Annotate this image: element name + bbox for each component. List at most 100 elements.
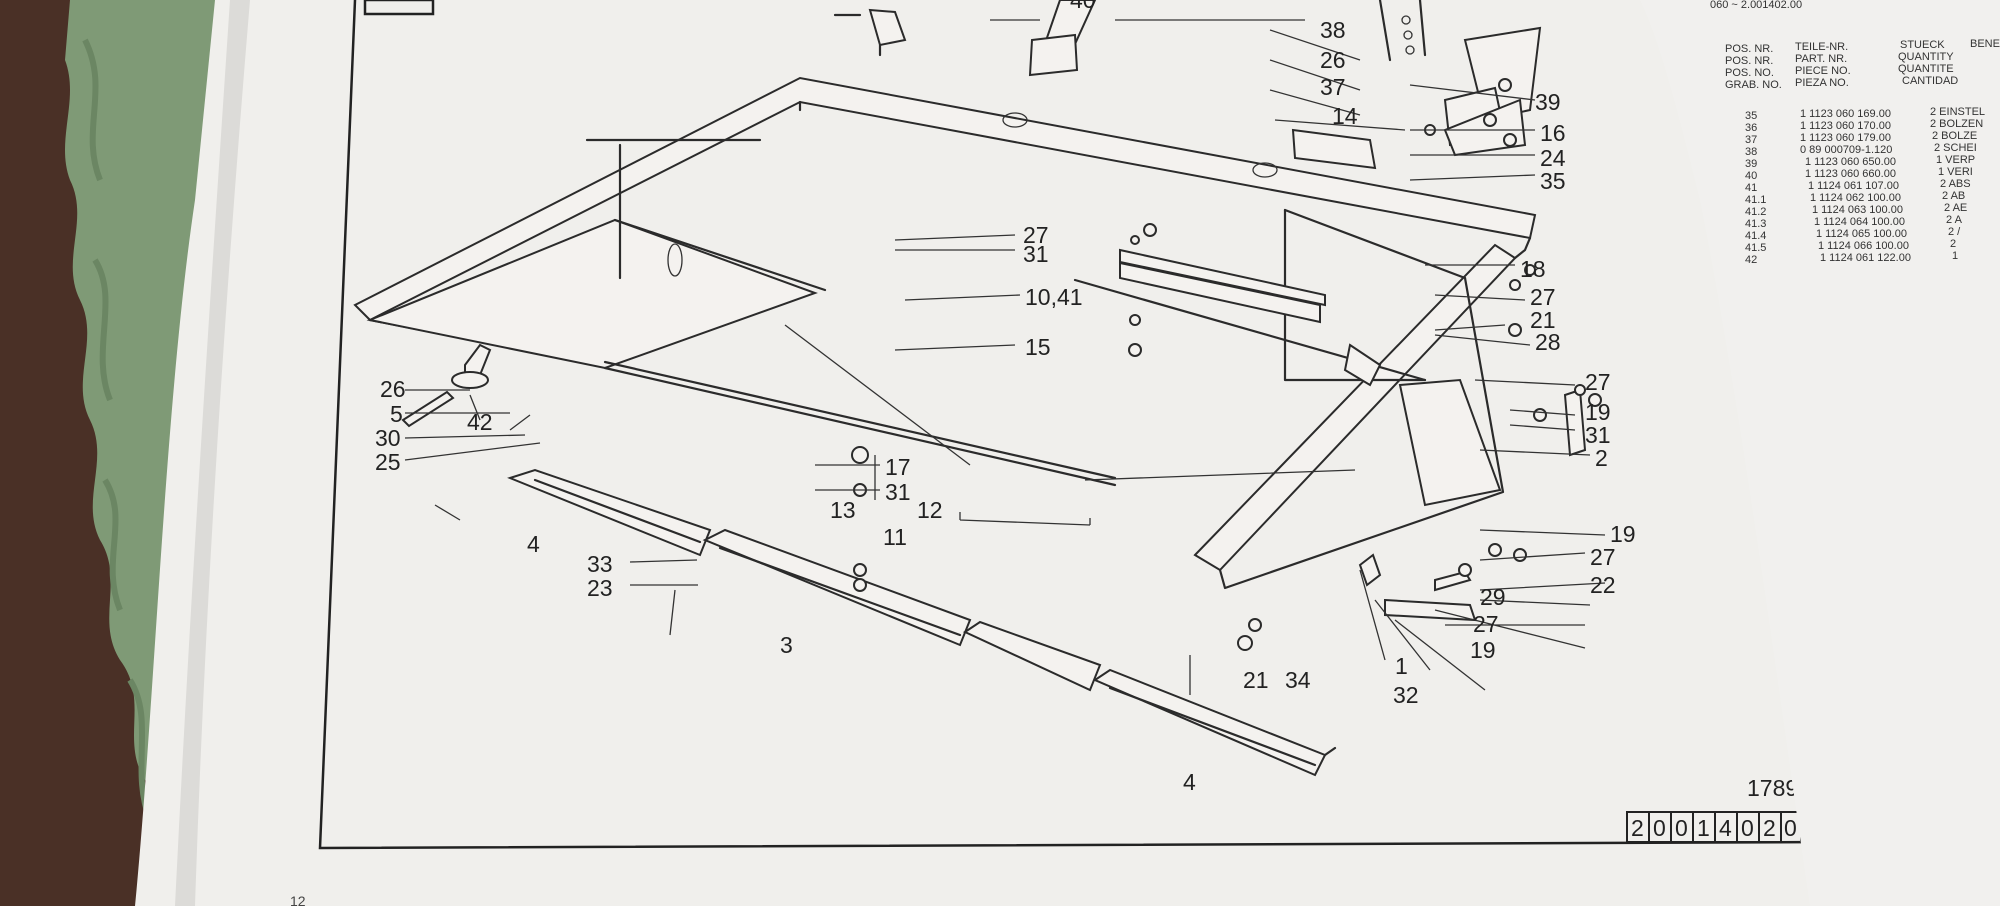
table-row: 39 1 1123 060 650.00 1 VERP [1745, 154, 1975, 170]
callout-25: 25 [375, 449, 401, 475]
table-row: 41.5 1 1124 066 100.00 2 [1745, 238, 1956, 254]
callout-21: 21 [1530, 307, 1556, 333]
callout-14: 14 [1332, 103, 1358, 129]
callout-5: 5 [390, 401, 403, 427]
header-qty-es: CANTIDAD [1902, 75, 1958, 87]
header-qty-fr: QUANTITE [1898, 63, 1954, 75]
row-qty-desc: 2 A [1946, 214, 1963, 226]
row-part: 1 1124 064 100.00 [1814, 216, 1905, 228]
callout-31: 31 [1023, 241, 1049, 267]
table-row: 41 1 1124 061 107.00 2 ABS [1745, 178, 1971, 194]
callout-21: 21 [1243, 667, 1269, 693]
header-qty-en: QUANTITY [1898, 51, 1954, 63]
page-number: 12 [290, 893, 306, 906]
callout-13: 13 [830, 497, 856, 523]
table-row: 42 1 1124 061 122.00 1 [1745, 250, 1958, 266]
row-pos: 41.4 [1745, 230, 1766, 242]
callout-40: 40 [1070, 0, 1096, 13]
callout-31: 31 [885, 479, 911, 505]
row-pos: 41.1 [1745, 194, 1766, 206]
row-part: 1 1124 062 100.00 [1810, 192, 1901, 204]
callout-27: 27 [1023, 222, 1049, 248]
row-qty-desc: 1 [1952, 250, 1958, 262]
callout-30: 30 [375, 425, 401, 451]
callout-35: 35 [1540, 168, 1566, 194]
callout-31: 31 [1585, 422, 1611, 448]
row-qty-desc: 1 VERP [1936, 154, 1975, 166]
header-pos-es: GRAB. NO. [1725, 79, 1782, 91]
row-qty-desc: 1 VERI [1938, 166, 1973, 178]
frame-assembly [353, 0, 1606, 777]
doc-digit: 0 [1675, 815, 1688, 841]
callout-38: 38 [1320, 17, 1346, 43]
callout-19: 19 [1610, 521, 1636, 547]
header-partial: 060 ~ 2.001402.00 [1710, 0, 1802, 11]
callout-33: 33 [587, 551, 613, 577]
table-row: 41.2 1 1124 063 100.00 2 AE [1745, 202, 1967, 218]
row-part: 1 1124 066 100.00 [1818, 240, 1909, 252]
header-desc-de: BENE [1970, 38, 2000, 50]
callout-26: 26 [1320, 47, 1346, 73]
callout-27: 27 [1530, 284, 1556, 310]
table-row: 37 1 1123 060 179.00 2 BOLZE [1745, 130, 1977, 146]
table-row: 41.4 1 1124 065 100.00 2 / [1745, 226, 1961, 242]
row-part: 1 1124 063 100.00 [1812, 204, 1903, 216]
callout-27: 27 [1590, 544, 1616, 570]
row-part: 1 1123 060 660.00 [1805, 168, 1896, 180]
table-rows: 35 1 1123 060 169.00 2 EINSTEL 36 1 1123… [1745, 106, 1985, 266]
doc-digit: 2 [1631, 815, 1644, 841]
callout-2: 2 [1595, 445, 1608, 471]
row-pos: 41 [1745, 182, 1757, 194]
row-pos: 41.2 [1745, 206, 1766, 218]
callout-4: 4 [1183, 769, 1196, 795]
row-part: 1 1123 060 650.00 [1805, 156, 1896, 168]
table-row: 41.3 1 1124 064 100.00 2 A [1745, 214, 1963, 230]
doc-digit: 0 [1741, 815, 1754, 841]
row-part: 1 1123 060 179.00 [1800, 132, 1891, 144]
parts-list-page: 060 ~ 2.001402.00 POS. NR. TEILE-NR. STU… [1640, 0, 2000, 906]
row-part: 1 1124 061 122.00 [1820, 252, 1911, 264]
doc-digit: 2 [1763, 815, 1776, 841]
row-qty-desc: 2 [1950, 238, 1956, 250]
row-qty-desc: 2 SCHEI [1934, 142, 1977, 154]
row-qty-desc: 2 EINSTEL [1930, 106, 1985, 118]
row-pos: 41.3 [1745, 218, 1766, 230]
doc-digit: 1 [1697, 815, 1710, 841]
row-pos: 37 [1745, 134, 1757, 146]
callout-10-41: 10,41 [1025, 284, 1083, 310]
callout-3: 3 [780, 632, 793, 658]
header-pos-en: POS. NR. [1725, 55, 1773, 67]
row-qty-desc: 2 BOLZE [1932, 130, 1977, 142]
table-row: 40 1 1123 060 660.00 1 VERI [1745, 166, 1973, 182]
table-row: 36 1 1123 060 170.00 2 BOLZEN [1745, 118, 1983, 134]
callout-42: 42 [467, 409, 493, 435]
row-pos: 35 [1745, 110, 1757, 122]
callout-39: 39 [1535, 89, 1561, 115]
row-qty-desc: 2 BOLZEN [1930, 118, 1983, 130]
callout-12: 12 [917, 497, 943, 523]
row-qty-desc: 2 / [1948, 226, 1961, 238]
table-row: 35 1 1123 060 169.00 2 EINSTEL [1745, 106, 1985, 122]
callout-34: 34 [1285, 667, 1311, 693]
header-part-en: PART. NR. [1795, 53, 1847, 65]
callout-37: 37 [1320, 74, 1346, 100]
callout-labels: 40 38 26 37 14 39 16 24 35 18 27 21 28 2… [375, 0, 1636, 795]
callout-22: 22 [1590, 572, 1616, 598]
callout-15: 15 [1025, 334, 1051, 360]
doc-digit: 0 [1653, 815, 1666, 841]
header-part-es: PIEZA NO. [1795, 77, 1849, 89]
table-row: 38 0 89 000709-1.120 2 SCHEI [1745, 142, 1977, 158]
callout-19: 19 [1585, 399, 1611, 425]
row-qty-desc: 2 ABS [1940, 178, 1971, 190]
row-pos: 39 [1745, 158, 1757, 170]
callout-26: 26 [380, 376, 406, 402]
callout-18: 18 [1520, 256, 1546, 282]
callout-29: 29 [1480, 584, 1506, 610]
header-pos-de: POS. NR. [1725, 43, 1773, 55]
header-qty-de: STUECK [1900, 39, 1945, 51]
header-part-fr: PIECE NO. [1795, 65, 1851, 77]
callout-1: 1 [1395, 653, 1408, 679]
document-number-box: 2 0 0 1 4 0 2 0 [1626, 811, 1802, 843]
callout-27: 27 [1473, 611, 1499, 637]
row-part: 0 89 000709-1.120 [1800, 144, 1892, 156]
